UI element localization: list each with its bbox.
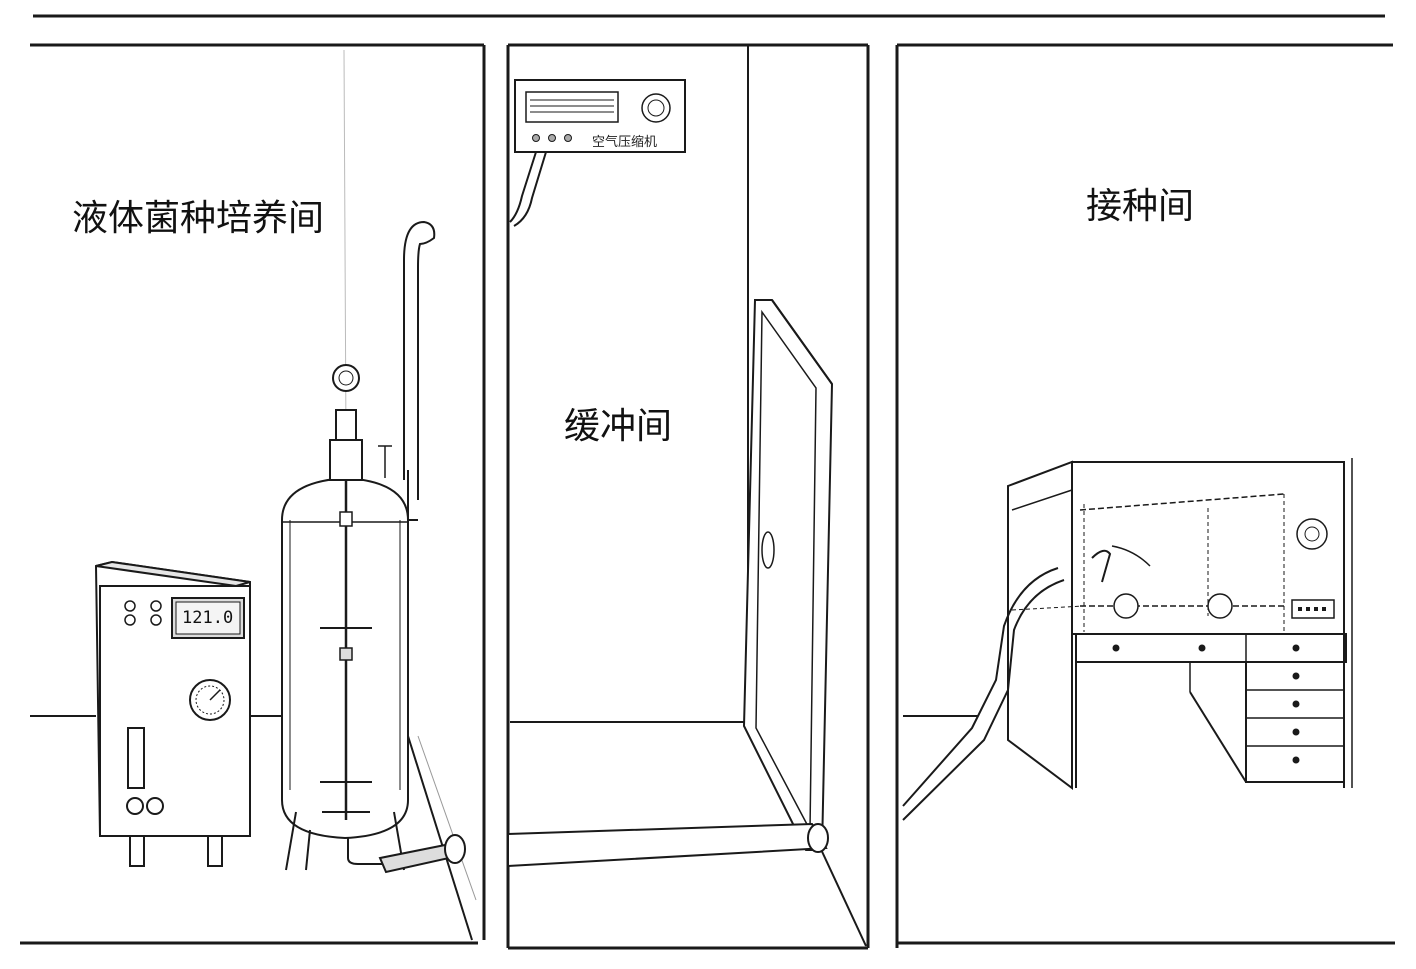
inoculation-room: 接种间	[902, 186, 1353, 821]
clean-bench	[1007, 458, 1353, 790]
buffer-room: 缓冲间 空气压缩机	[507, 45, 867, 947]
room-label-buffer: 缓冲间	[564, 406, 672, 447]
control-panel[interactable]	[1291, 599, 1335, 619]
fermentation-tank	[281, 364, 466, 874]
door-handle-icon[interactable]	[761, 531, 775, 569]
glove-port-icon	[1207, 593, 1233, 619]
threshold	[507, 822, 829, 868]
sight-glass	[127, 727, 145, 789]
room-label-inoculation: 接种间	[1086, 186, 1194, 227]
airflow-gauge-icon	[1296, 518, 1328, 550]
drawer-stack[interactable]	[1245, 661, 1345, 783]
control-knob-icon[interactable]	[150, 614, 162, 626]
air-duct	[902, 567, 1065, 821]
air-compressor: 空气压缩机	[514, 79, 686, 153]
pressure-gauge-icon	[332, 364, 360, 392]
building-walls	[20, 14, 1395, 950]
control-knob-icon[interactable]	[124, 614, 136, 626]
air-supply-pipe	[403, 220, 436, 521]
air-compressor-label: 空气压缩机	[592, 134, 657, 150]
room-label-liquid-culture: 液体菌种培养间	[72, 198, 324, 239]
buffer-room-door[interactable]	[742, 299, 834, 851]
outlet-valve-icon[interactable]	[126, 797, 144, 815]
liquid-culture-room: 液体菌种培养间 121.0	[30, 49, 477, 941]
glove-port-icon	[1113, 593, 1139, 619]
outlet-valve-icon[interactable]	[146, 797, 164, 815]
display-value: 121.0	[182, 608, 233, 628]
control-knob-icon[interactable]	[124, 600, 136, 612]
sterilizer-controller: 121.0	[94, 560, 251, 867]
control-knob-icon[interactable]	[150, 600, 162, 612]
